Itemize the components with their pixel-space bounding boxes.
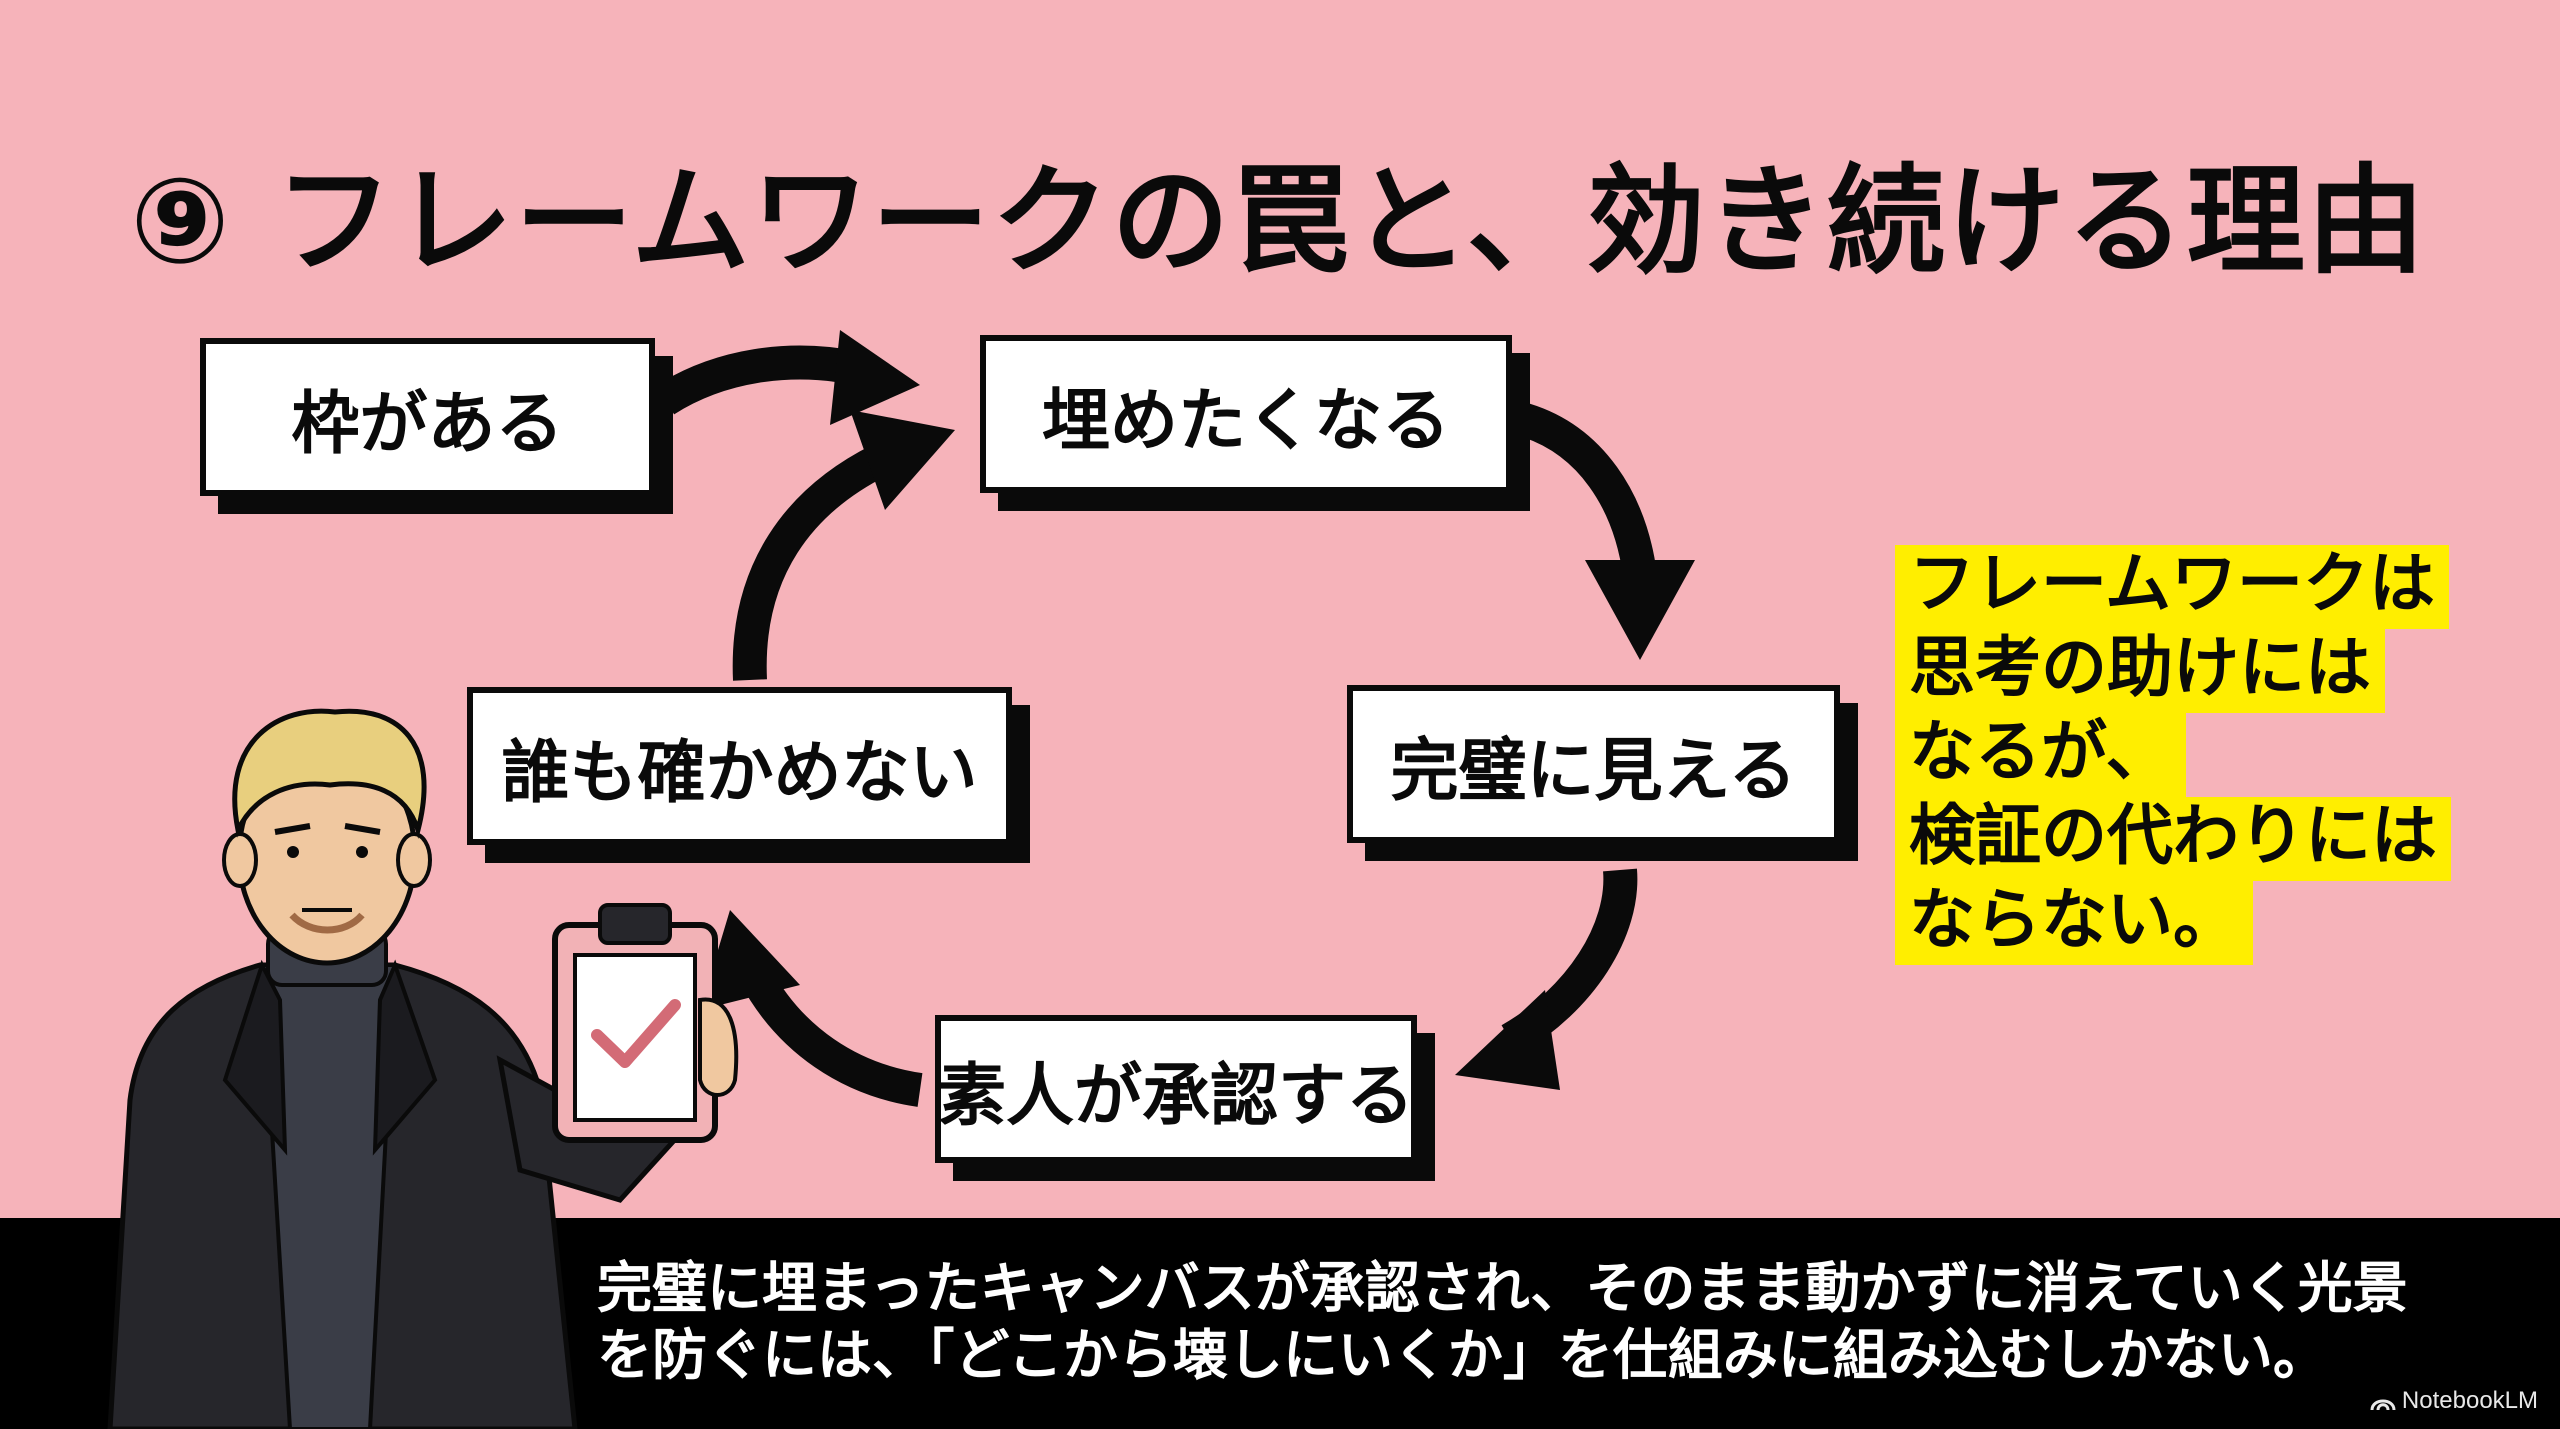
arrowhead-3 [1455, 990, 1560, 1090]
callout-line: 思考の助けには [1895, 629, 2385, 713]
cycle-step-framework-exists: 枠がある [200, 338, 655, 496]
cycle-step-label: 枠がある [291, 384, 564, 464]
callout-line: フレームワークは [1895, 545, 2450, 629]
cycle-step-label: 埋めたくなる [1041, 381, 1450, 461]
cycle-step-looks-perfect: 完璧に見える [1347, 685, 1840, 843]
arrow-1-to-2 [655, 345, 859, 415]
cycle-step-label: 素人が承認する [938, 1056, 1415, 1136]
cycle-step-nobody-verifies: 誰も確かめない [467, 687, 1012, 845]
arrow-4-to-5 [740, 966, 923, 1107]
arrowhead-4 [700, 910, 800, 1010]
cycle-step-amateur-approves: 素人が承認する [935, 1015, 1417, 1163]
subtitle-line-1: 完璧に埋まったキャンバスが承認され、そのまま動かずに消えていく光景 [597, 1256, 2408, 1320]
subtitle-line-2: を防ぐには、「どこから壊しにいくか」を仕組みに組み込むしかない。 [597, 1323, 2328, 1388]
checkmark-icon [591, 999, 681, 1068]
callout-line: 検証の代わりには [1895, 797, 2451, 881]
arrowhead-2 [1585, 560, 1695, 660]
cycle-step-label: 完璧に見える [1390, 731, 1797, 811]
notebooklm-watermark: NotebookLM [2370, 1387, 2538, 1415]
arrow-2-to-3 [1519, 403, 1657, 578]
callout-line: なるが、 [1895, 713, 2186, 797]
page-title: ⑨ フレームワークの罠と、効き続ける理由 [130, 152, 2427, 290]
cycle-step-want-to-fill: 埋めたくなる [980, 335, 1512, 493]
key-message-callout: フレームワークは 思考の助けには なるが、 検証の代わりには ならない。 [1895, 545, 2451, 965]
callout-line: ならない。 [1895, 881, 2253, 965]
notebooklm-logo-icon [2370, 1399, 2396, 1411]
watermark-label: NotebookLM [2401, 1387, 2538, 1414]
subtitle-text: 完璧に埋まったキャンバスが承認され、そのまま動かずに消えていく光景 を防ぐには、… [597, 1255, 2497, 1389]
arrowhead-5 [850, 410, 955, 510]
cycle-step-label: 誰も確かめない [501, 733, 978, 813]
arrowhead-1 [830, 330, 920, 425]
arrow-5-to-2 [732, 444, 888, 681]
arrow-3-to-4 [1501, 868, 1638, 1055]
